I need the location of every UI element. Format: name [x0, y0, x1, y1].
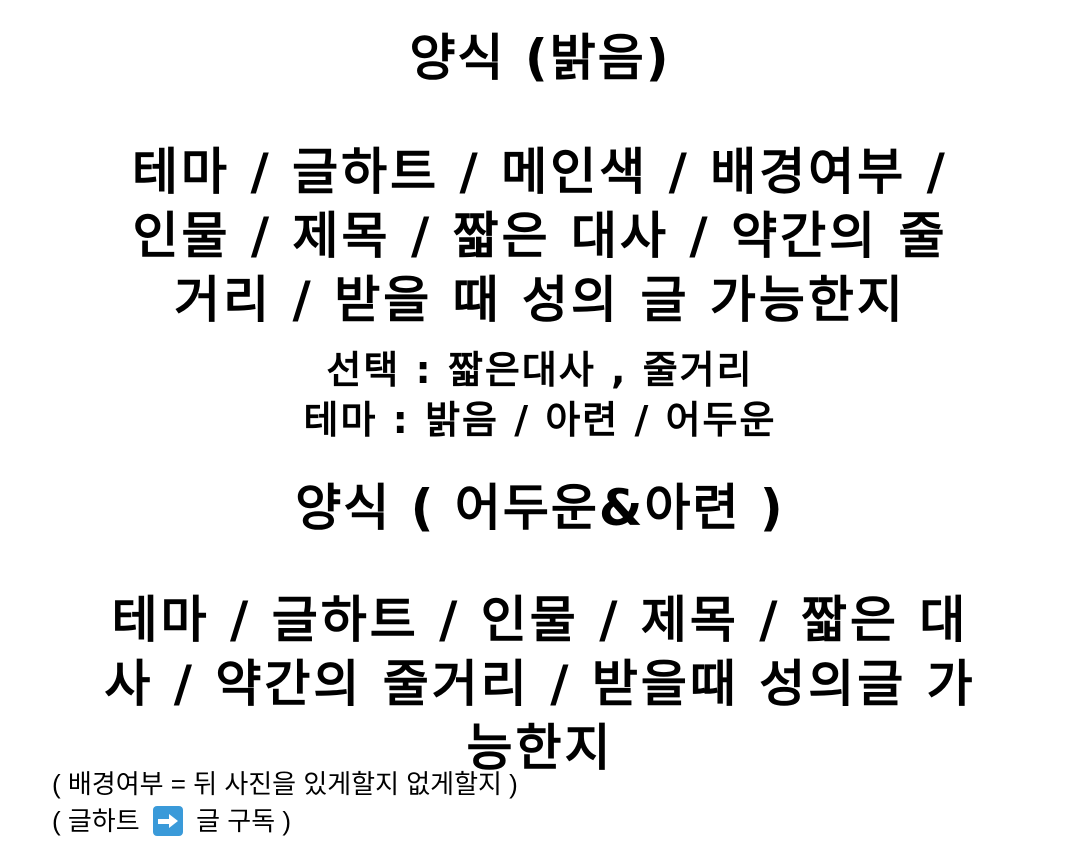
- right-arrow-icon: [152, 806, 183, 836]
- dark-line-3: 능한지: [466, 719, 614, 777]
- heart-note-left: ( 글하트: [52, 806, 140, 836]
- bright-line-2: 인물 / 제목 / 짧은 대사 / 약간의 줄: [132, 207, 948, 265]
- bright-section-title: 양식 (밝음): [409, 29, 671, 87]
- options-block: 선택 : 짧은대사 , 줄거리 테마 : 밝음 / 아련 / 어두운: [0, 345, 1080, 445]
- dark-section-body: 테마 / 글하트 / 인물 / 제목 / 짧은 대 사 / 약간의 줄거리 / …: [0, 588, 1080, 780]
- background-note: ( 배경여부 = 뒤 사진을 있게할지 없게할지 ): [52, 769, 518, 799]
- dark-line-1: 테마 / 글하트 / 인물 / 제목 / 짧은 대: [111, 591, 969, 649]
- bright-line-3: 거리 / 받을 때 성의 글 가능한지: [174, 271, 906, 329]
- options-line-1: 선택 : 짧은대사 , 줄거리: [326, 348, 754, 392]
- bright-line-1: 테마 / 글하트 / 메인색 / 배경여부 /: [132, 143, 948, 201]
- bright-section-body: 테마 / 글하트 / 메인색 / 배경여부 / 인물 / 제목 / 짧은 대사 …: [0, 140, 1080, 332]
- heart-note-right: 글 구독 ): [196, 806, 291, 836]
- options-line-2: 테마 : 밝음 / 아련 / 어두운: [303, 398, 777, 442]
- heart-note: ( 글하트 글 구독 ): [52, 804, 291, 838]
- dark-line-2: 사 / 약간의 줄거리 / 받을때 성의글 가: [104, 655, 976, 713]
- dark-section-title: 양식 ( 어두운&아련 ): [295, 479, 785, 537]
